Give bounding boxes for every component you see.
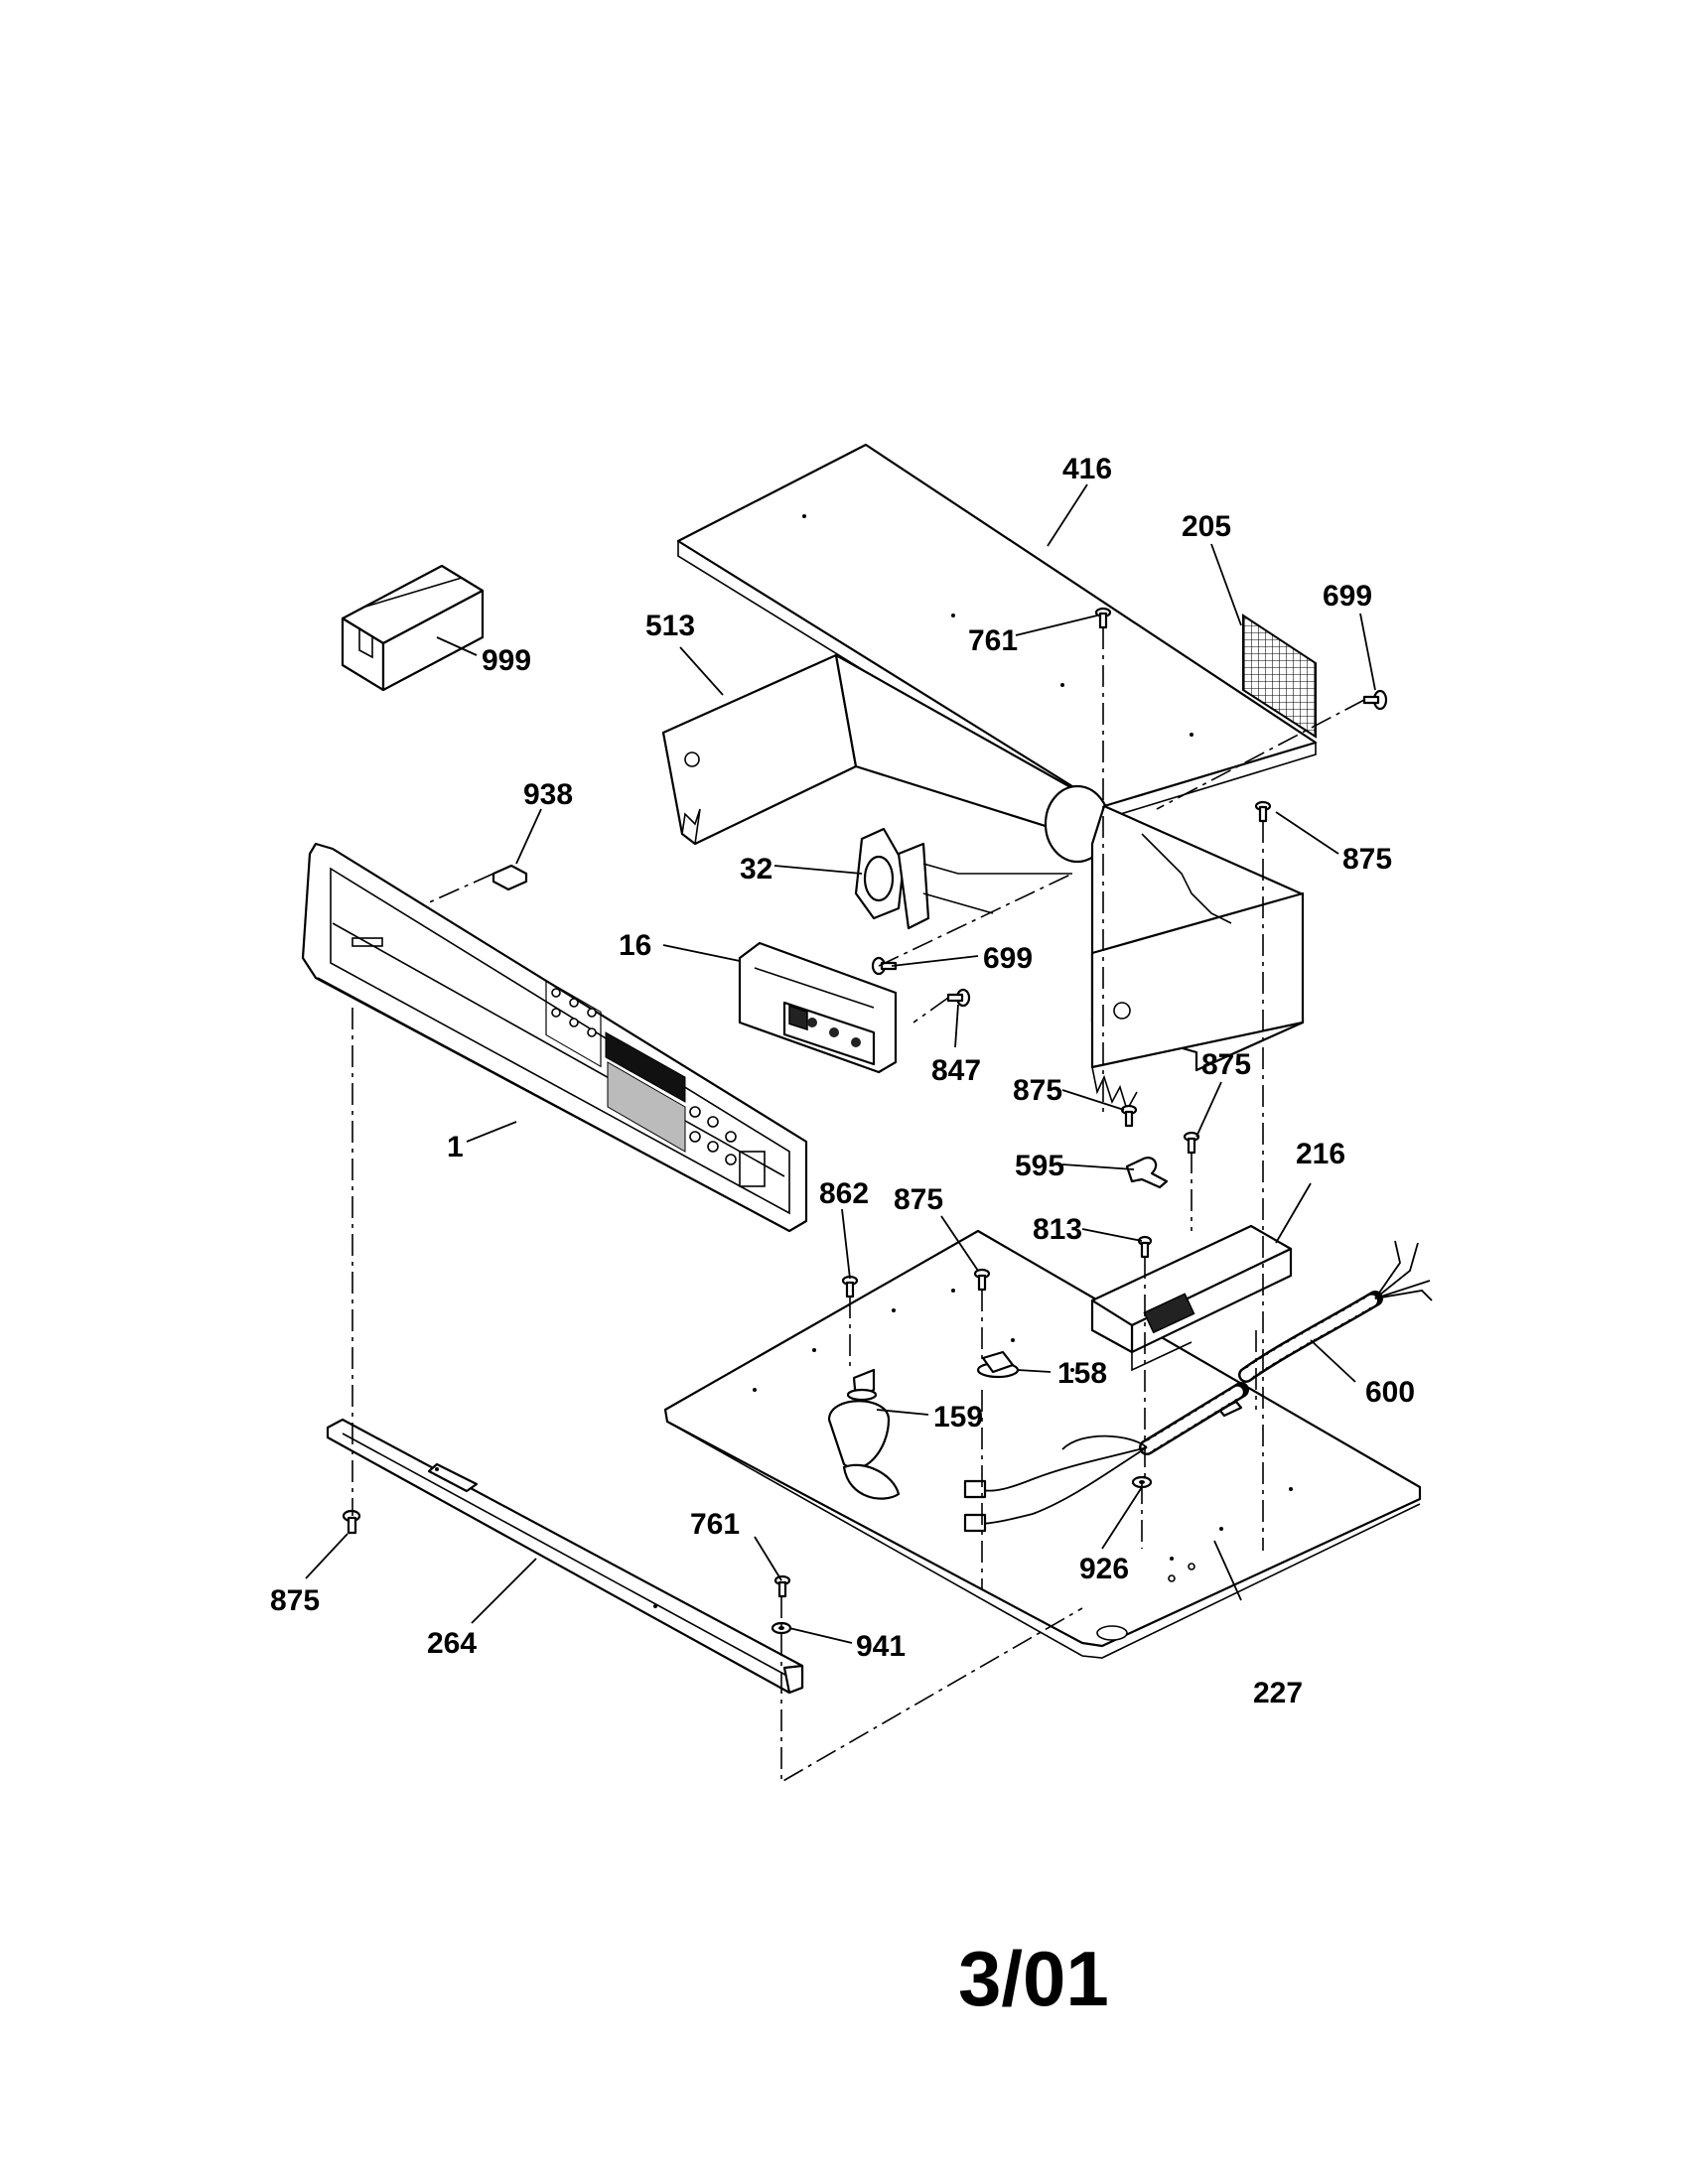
callout-875-mid-a: 875 — [1013, 1074, 1062, 1107]
part-159-thermostat — [846, 1368, 878, 1402]
leader-lines — [305, 483, 1376, 1644]
callout-159: 159 — [933, 1401, 983, 1433]
part-513-cabinet-wrapper — [661, 653, 1305, 1113]
callout-32: 32 — [740, 853, 772, 886]
callout-699-middle: 699 — [983, 942, 1033, 975]
screw-875-mid-a — [1120, 1104, 1138, 1128]
callout-941: 941 — [856, 1630, 906, 1663]
callout-875-mid-b: 875 — [1201, 1048, 1251, 1081]
callout-699-top: 699 — [1323, 580, 1372, 613]
alignment-lines — [351, 627, 1365, 1784]
callout-227: 227 — [1253, 1677, 1303, 1709]
screw-875-bottom-left — [342, 1509, 361, 1535]
keypad-left — [545, 979, 602, 1068]
part-16-control-board — [738, 941, 898, 1074]
callout-875-bottom-center: 875 — [894, 1183, 943, 1216]
screw-761-bottom — [773, 1574, 791, 1598]
revision-date: 3/01 — [958, 1935, 1109, 2022]
callout-999: 999 — [482, 644, 531, 677]
screw-699-right — [1362, 689, 1388, 711]
part-999-carton — [341, 564, 485, 692]
callout-875-bottom-left: 875 — [270, 1584, 320, 1617]
screw-862 — [841, 1275, 859, 1298]
part-205-mesh-screen — [1242, 614, 1317, 739]
callout-926: 926 — [1079, 1553, 1129, 1585]
part-158-thermostat — [976, 1350, 1020, 1379]
callout-761-top: 761 — [968, 624, 1018, 657]
part-938-clip — [491, 864, 528, 891]
display-window — [605, 1031, 686, 1103]
part-600-conduit-harness — [963, 1240, 1433, 1533]
callout-158: 158 — [1057, 1357, 1107, 1390]
callout-16: 16 — [619, 929, 651, 962]
screw-875-mid-b — [1183, 1131, 1200, 1155]
callout-600: 600 — [1365, 1376, 1415, 1409]
callout-1: 1 — [447, 1131, 464, 1163]
part-32-fan-motor — [854, 827, 1072, 930]
callout-264: 264 — [427, 1627, 477, 1660]
callout-416: 416 — [1062, 453, 1112, 485]
part-1-control-panel — [301, 842, 808, 1233]
keypad-right — [689, 1106, 766, 1187]
callout-938: 938 — [523, 778, 573, 811]
part-595-clamp — [1125, 1157, 1169, 1189]
callout-216: 216 — [1296, 1138, 1345, 1170]
callout-875-upper-right: 875 — [1342, 843, 1392, 876]
part-227-bottom-panel — [663, 1229, 1422, 1659]
screw-847 — [946, 988, 971, 1008]
screw-875-upper-right — [1254, 800, 1272, 823]
callout-813: 813 — [1033, 1213, 1082, 1246]
callout-513: 513 — [645, 610, 695, 642]
callout-862: 862 — [819, 1177, 869, 1210]
callout-595: 595 — [1015, 1150, 1064, 1182]
part-264-trim-strip — [326, 1418, 804, 1695]
callout-847: 847 — [931, 1054, 981, 1087]
callout-205: 205 — [1182, 510, 1231, 543]
callout-labels: 416 205 699 513 761 999 938 875 32 16 69… — [270, 453, 1415, 1709]
callout-761-bottom: 761 — [690, 1508, 740, 1541]
part-216-terminal-cover — [1090, 1224, 1293, 1372]
keypad-grid — [607, 1061, 686, 1153]
